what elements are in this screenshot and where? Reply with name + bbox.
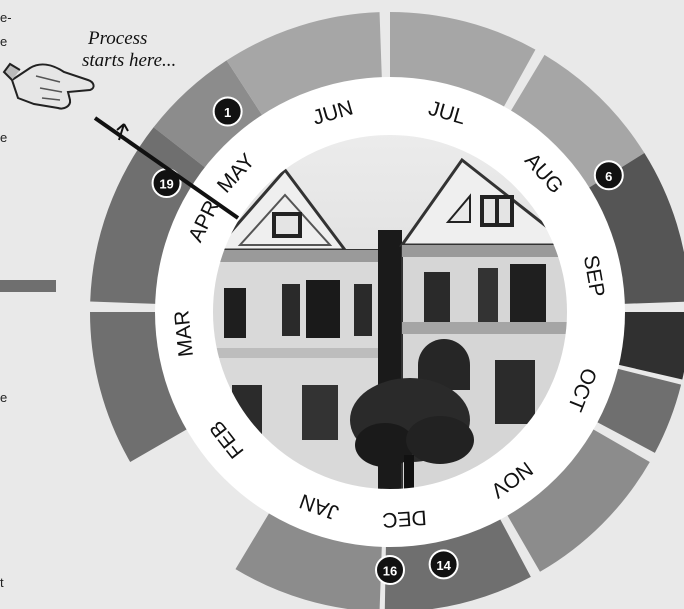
month-label: MAR (170, 309, 198, 358)
svg-text:1: 1 (224, 105, 231, 120)
svg-text:19: 19 (159, 177, 173, 192)
process-marker: 14 (430, 550, 458, 578)
svg-text:16: 16 (383, 564, 397, 579)
process-marker: 1 (214, 97, 242, 125)
process-marker: 16 (376, 556, 404, 584)
svg-text:14: 14 (436, 558, 451, 573)
process-marker: 6 (595, 161, 623, 189)
caption-line-2: starts here... (82, 50, 176, 71)
pointing-hand-icon (4, 64, 94, 109)
svg-text:6: 6 (605, 169, 612, 184)
caption-line-1: Process (87, 28, 147, 49)
month-label: DEC (382, 505, 428, 531)
